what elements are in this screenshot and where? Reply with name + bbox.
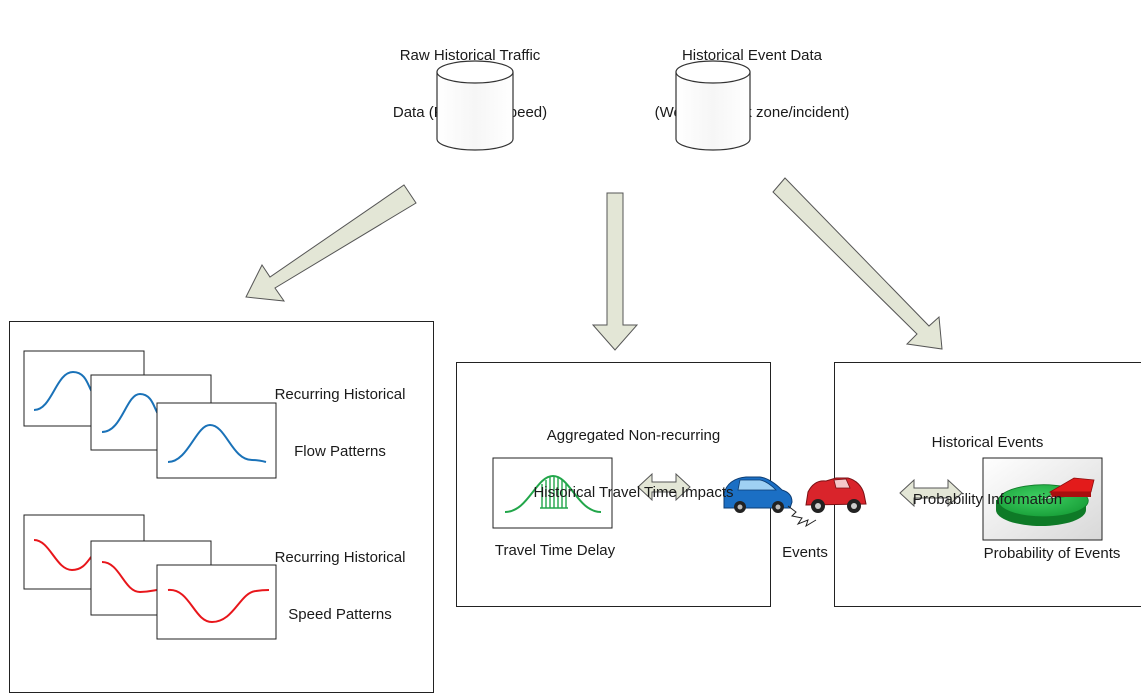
nonrecurring-title: Aggregated Non-recurring Historical Trav… bbox=[496, 388, 771, 521]
speed-curve bbox=[33, 539, 93, 572]
probability-caption: Probability of Events bbox=[983, 545, 1121, 562]
flow-patterns-title-line2: Flow Patterns bbox=[294, 443, 386, 460]
speed-patterns-title-line1: Recurring Historical bbox=[274, 549, 406, 566]
flow-patterns-title-line1: Recurring Historical bbox=[274, 386, 406, 403]
probability-title-line2: Probability Information bbox=[912, 491, 1063, 508]
probability-pie-icon bbox=[982, 457, 1103, 541]
probability-title-line1: Historical Events bbox=[931, 434, 1044, 451]
traffic-data-title-line1: Raw Historical Traffic bbox=[399, 47, 541, 64]
delay-distribution-chart bbox=[492, 457, 613, 529]
speed-patterns-title: Recurring Historical Speed Patterns bbox=[230, 510, 450, 643]
arrow-to-recurring-patterns bbox=[245, 184, 417, 302]
event-database-icon bbox=[675, 60, 751, 151]
speed-curve bbox=[167, 588, 270, 624]
speed-pattern-charts bbox=[23, 514, 277, 640]
probability-title: Historical Events Probability Informatio… bbox=[870, 395, 1105, 528]
flow-pattern-charts bbox=[23, 350, 277, 479]
collision-spark-icon bbox=[787, 505, 817, 528]
double-arrow-events-probability bbox=[899, 478, 963, 508]
arrow-to-event-probability bbox=[772, 177, 943, 350]
speed-patterns-title-line2: Speed Patterns bbox=[288, 606, 392, 623]
travel-time-delay-caption: Travel Time Delay bbox=[494, 542, 616, 559]
flow-patterns-title: Recurring Historical Flow Patterns bbox=[230, 347, 450, 480]
arrow-to-nonrecurring-impacts bbox=[591, 192, 639, 351]
nonrecurring-title-line2: Historical Travel Time Impacts bbox=[533, 484, 734, 501]
blue-car-icon bbox=[723, 476, 793, 513]
double-arrow-delay-events bbox=[637, 472, 691, 502]
event-data-title-line1: Historical Event Data bbox=[681, 47, 823, 64]
traffic-database-icon bbox=[436, 60, 514, 151]
speed-curve bbox=[101, 561, 159, 594]
nonrecurring-title-line1: Aggregated Non-recurring bbox=[546, 427, 721, 444]
flow-curve bbox=[33, 370, 93, 411]
delay-curve bbox=[504, 474, 602, 513]
events-label: Events bbox=[782, 544, 828, 561]
flow-curve bbox=[101, 392, 159, 433]
red-car-icon bbox=[805, 477, 867, 513]
flow-curve bbox=[167, 423, 267, 463]
